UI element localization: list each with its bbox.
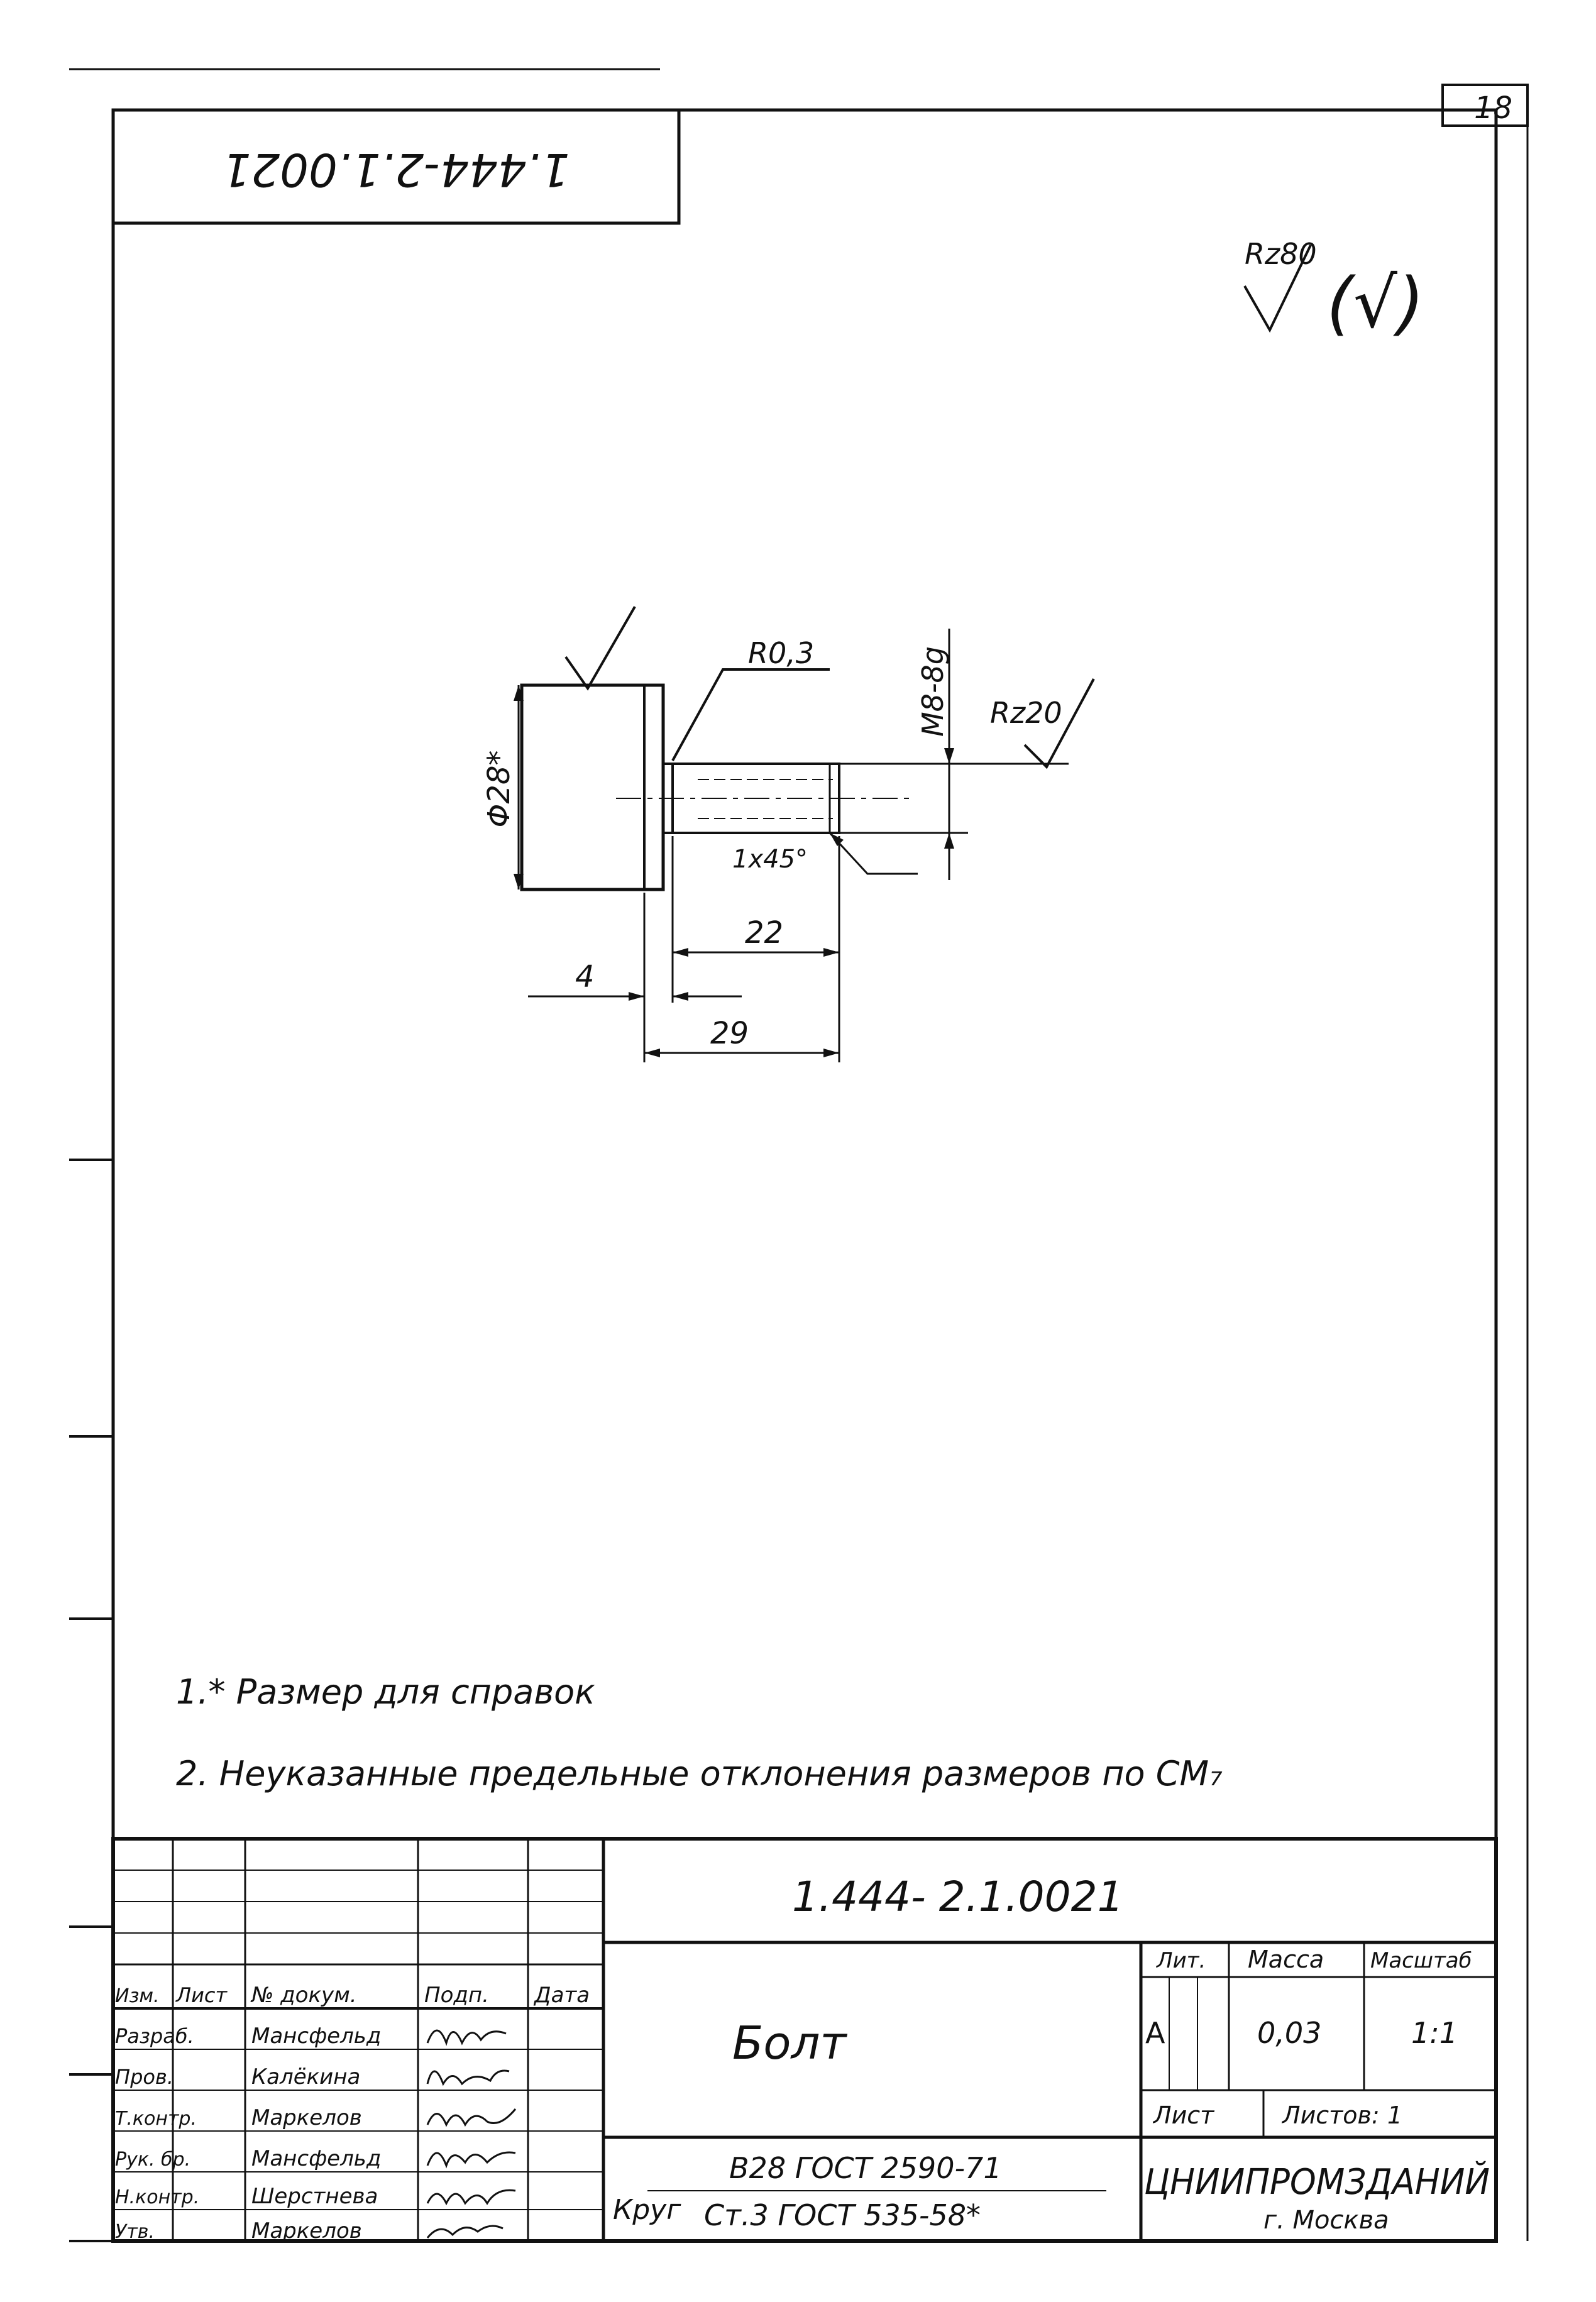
- general-roughness-label: Rz80: [1245, 237, 1317, 271]
- note-1: 1.* Размер для справок: [176, 1672, 595, 1712]
- value-mass: 0,03: [1257, 2016, 1321, 2050]
- dim-head-thickness: 4: [575, 959, 595, 994]
- note-2: 2. Неуказанные предельные отклонения раз…: [176, 1754, 1223, 1793]
- bolt-head: [520, 683, 665, 891]
- name-team-lead: Мансфельд: [251, 2146, 381, 2171]
- value-lit: А: [1145, 2016, 1165, 2050]
- name-approved: Маркелов: [251, 2218, 362, 2244]
- dim-total-length: 29: [710, 1016, 749, 1051]
- rev-header-date: Дата: [533, 1983, 590, 2008]
- role-norm-control: Н.контр.: [115, 2186, 199, 2208]
- thread-label: M8-8g: [916, 646, 950, 737]
- general-roughness-sign: Rz80 (√): [1243, 237, 1424, 343]
- dim-thread-length: 22: [745, 915, 783, 950]
- sheet-number-box: 18: [1441, 84, 1529, 127]
- role-checker: Пров.: [115, 2065, 173, 2089]
- signature-scribbles: [426, 2029, 517, 2239]
- bolt-view: [514, 606, 1095, 1062]
- role-tech-control: Т.контр.: [115, 2108, 197, 2130]
- designation: 1.444- 2.1.0021: [792, 1873, 1124, 1921]
- city: г. Москва: [1263, 2206, 1389, 2235]
- general-roughness-bracket-sign: (√): [1326, 263, 1424, 343]
- name-checker: Калёкина: [251, 2064, 360, 2090]
- name-tech-control: Маркелов: [251, 2105, 362, 2130]
- rotated-doc-code: 1.444-2.1.0021: [223, 143, 570, 196]
- rev-header-docnum: № докум.: [250, 1983, 357, 2008]
- header-sheets: Листов: 1: [1281, 2101, 1402, 2129]
- rev-header-change: Изм.: [115, 1985, 160, 2007]
- title-block: [111, 1837, 1498, 2243]
- role-team-lead: Рук. бр.: [115, 2149, 190, 2171]
- header-lit: Лит.: [1155, 1948, 1206, 1973]
- name-developer: Мансфельд: [251, 2024, 381, 2049]
- rev-header-sheet: Лист: [175, 1983, 228, 2007]
- rev-header-sign: Подп.: [424, 1983, 489, 2008]
- value-scale: 1:1: [1411, 2016, 1458, 2050]
- material-prefix: Круг: [613, 2194, 681, 2226]
- diameter-label: Φ28*: [482, 751, 517, 828]
- part-name: Болт: [732, 2017, 847, 2069]
- roughness-rz20-label: Rz20: [990, 696, 1062, 730]
- chamfer-label: 1x45°: [732, 845, 808, 874]
- radius-label: R0,3: [748, 636, 814, 670]
- header-scale: Масштаб: [1370, 1948, 1472, 1973]
- sheet-number: 18: [1474, 91, 1512, 126]
- role-approved: Утв.: [115, 2221, 155, 2243]
- role-developer: Разраб.: [115, 2024, 194, 2048]
- material-line-1: B28 ГОСТ 2590-71: [729, 2151, 1002, 2185]
- material-line-2: Ст.3 ГОСТ 535-58*: [704, 2198, 981, 2232]
- rotated-code-box: 1.444-2.1.0021: [111, 108, 681, 225]
- header-sheet: Лист: [1152, 2101, 1215, 2129]
- organization: ЦНИИПРОМЗДАНИЙ: [1144, 2162, 1490, 2203]
- header-mass: Масса: [1248, 1946, 1324, 1973]
- name-norm-control: Шерстнева: [251, 2184, 378, 2209]
